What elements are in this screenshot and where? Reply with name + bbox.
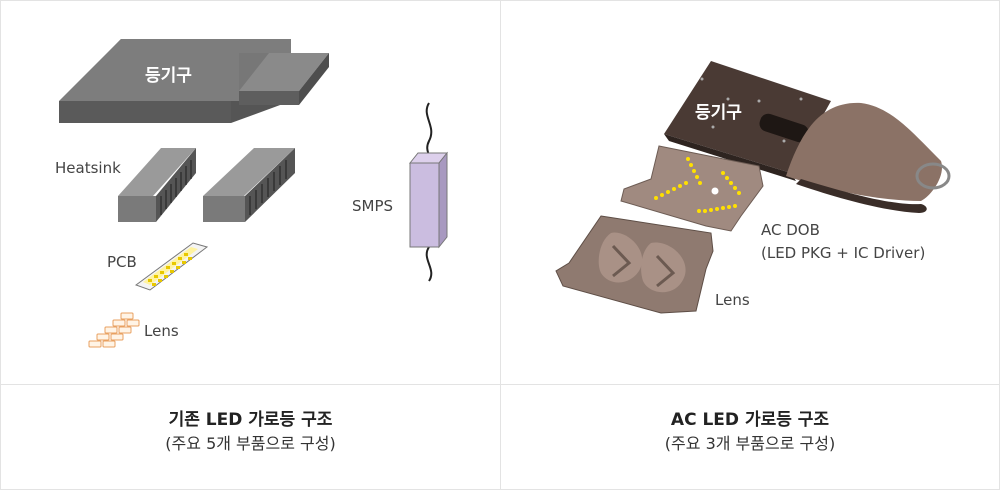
ac-led-panel: 등기구 AC DOB (LED PKG + IC Driver) Lens — [500, 0, 1000, 385]
ac-led-caption-subtitle: (주요 3개 부품으로 구성) — [664, 434, 836, 453]
left-lens-label: Lens — [144, 322, 179, 340]
ac-led-caption-title: AC LED 가로등 구조 — [670, 410, 830, 430]
fixture-housing — [59, 39, 329, 123]
left-fixture-label: 등기구 — [145, 66, 192, 86]
smps-label: SMPS — [352, 197, 394, 215]
comparison-figure: 등기구 Heatsink PCB Lens SMPS — [0, 0, 1000, 490]
ac-fixture-housing — [664, 61, 951, 213]
right-fixture-label: 등기구 — [695, 103, 742, 123]
pcb-label: PCB — [107, 253, 137, 271]
ac-led-parts-illustration — [555, 61, 951, 314]
conventional-parts-illustration — [59, 39, 449, 348]
conventional-caption-subtitle: (주요 5개 부품으로 구성) — [165, 434, 336, 453]
ac-lens-plate — [555, 215, 714, 314]
lens-array — [88, 312, 140, 348]
ac-dob-label: AC DOB — [761, 221, 820, 239]
pcb-board — [134, 242, 209, 291]
conventional-caption-title: 기존 LED 가로등 구조 — [168, 410, 333, 430]
conventional-caption: 기존 LED 가로등 구조 (주요 5개 부품으로 구성) — [0, 384, 501, 490]
ac-led-caption: AC LED 가로등 구조 (주요 3개 부품으로 구성) — [500, 384, 1000, 490]
conventional-led-panel: 등기구 Heatsink PCB Lens SMPS — [0, 0, 501, 385]
heatsink-1 — [118, 148, 196, 222]
heatsink-2 — [203, 148, 295, 222]
right-lens-label: Lens — [715, 291, 750, 309]
ac-dob-board — [620, 145, 764, 232]
ac-dob-sublabel: (LED PKG + IC Driver) — [761, 244, 926, 262]
smps-unit — [408, 102, 449, 282]
heatsink-label: Heatsink — [55, 159, 121, 177]
